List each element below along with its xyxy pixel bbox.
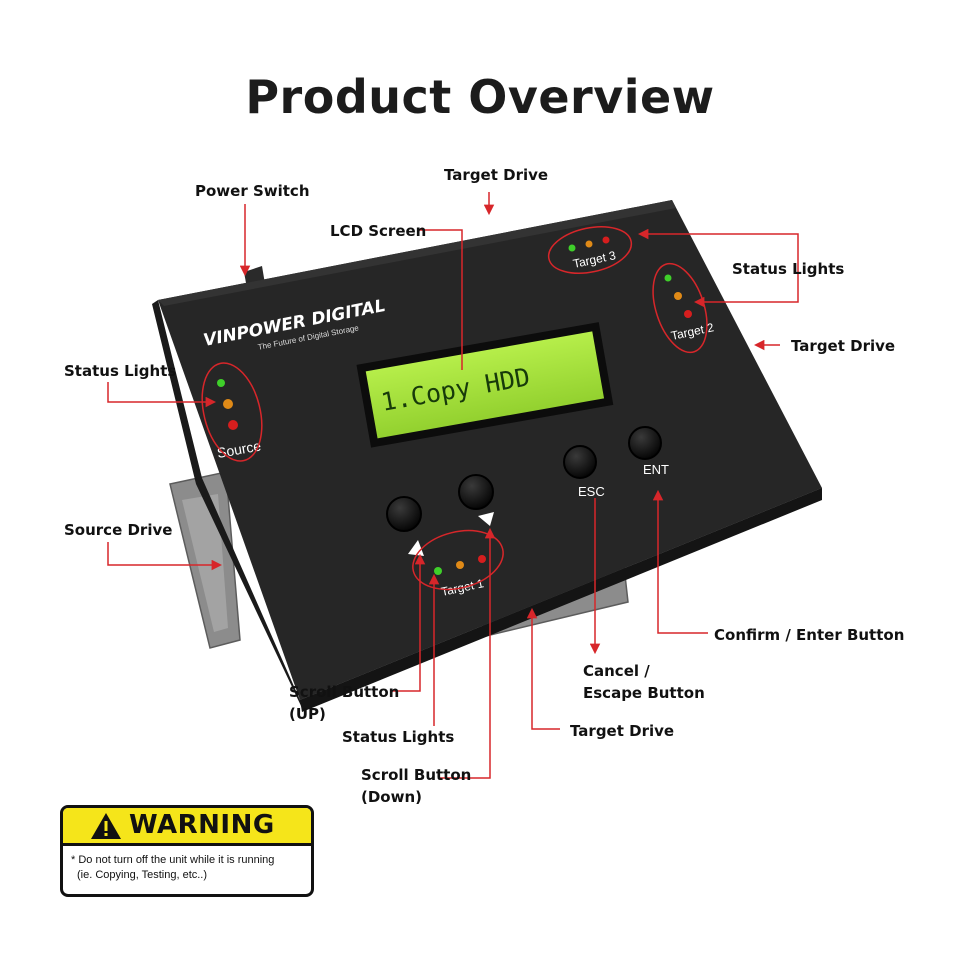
device-front-side [300,488,822,712]
warning-line-1: * Do not turn off the unit while it is r… [71,854,275,866]
callout-lcd-screen: LCD Screen [330,222,427,240]
up-arrow-icon [408,540,424,556]
callout-scroll-down-line1: Scroll Button [361,766,472,784]
status-lights-right-leader-2 [693,267,799,308]
warning-header: WARNING [63,808,311,846]
warning-title: WARNING [129,810,275,840]
lcd-screen: 1.Copy HDD [356,322,614,448]
target3-leds-highlight [547,226,633,274]
callout-status-lights-right: Status Lights [732,260,845,278]
status-lights-left-leader [107,382,217,408]
esc-label: ESC [578,484,605,499]
callout-cancel-escape-line1: Cancel / [583,662,650,680]
source-drive-leader [107,542,223,571]
callout-confirm-enter: Confirm / Enter Button [714,626,905,644]
callout-status-lights-left: Status Lights [64,362,177,380]
callout-scroll-up: Scroll Button (UP) [289,681,399,725]
scroll-up-leader [392,553,426,692]
callout-cancel-escape: Cancel / Escape Button [583,660,705,704]
source-status-lights: Source [216,379,263,461]
warning-triangle-icon [91,813,121,839]
target1-leds-highlight [412,529,504,591]
source-leds-highlight [201,362,263,462]
lcd-screen-leader [418,229,463,370]
callout-cancel-escape-line2: Escape Button [583,684,705,702]
callout-target-drive-bottom: Target Drive [570,722,675,740]
warning-line-2: (ie. Copying, Testing, etc..) [77,869,208,881]
status-lights-right-leader-1 [637,228,799,267]
callout-scroll-up-line2: (UP) [289,705,326,723]
callout-target-drive-top: Target Drive [444,166,549,184]
callout-source-drive: Source Drive [64,521,173,539]
ent-button [628,426,662,460]
confirm-enter-leader [652,489,708,634]
callout-scroll-down: Scroll Button (Down) [361,764,471,808]
ent-label: ENT [643,462,669,477]
callout-scroll-up-line1: Scroll Button [289,683,400,701]
source-label: Source [216,437,263,460]
esc-button [563,445,597,479]
scroll-down-button [458,474,494,510]
page-title: Product Overview [245,70,715,124]
warning-box: WARNING * Do not turn off the unit while… [60,805,314,897]
callout-power-switch: Power Switch [195,182,310,200]
scroll-up-button [386,496,422,532]
callout-status-lights-bottom: Status Lights [342,728,455,746]
callout-target-drive-right: Target Drive [791,337,896,355]
down-arrow-icon [478,512,494,526]
device-top [158,200,822,700]
target-drive-bottom-leader [526,607,560,730]
scroll-down-leader [438,527,496,779]
callout-scroll-down-line2: (Down) [361,788,423,806]
